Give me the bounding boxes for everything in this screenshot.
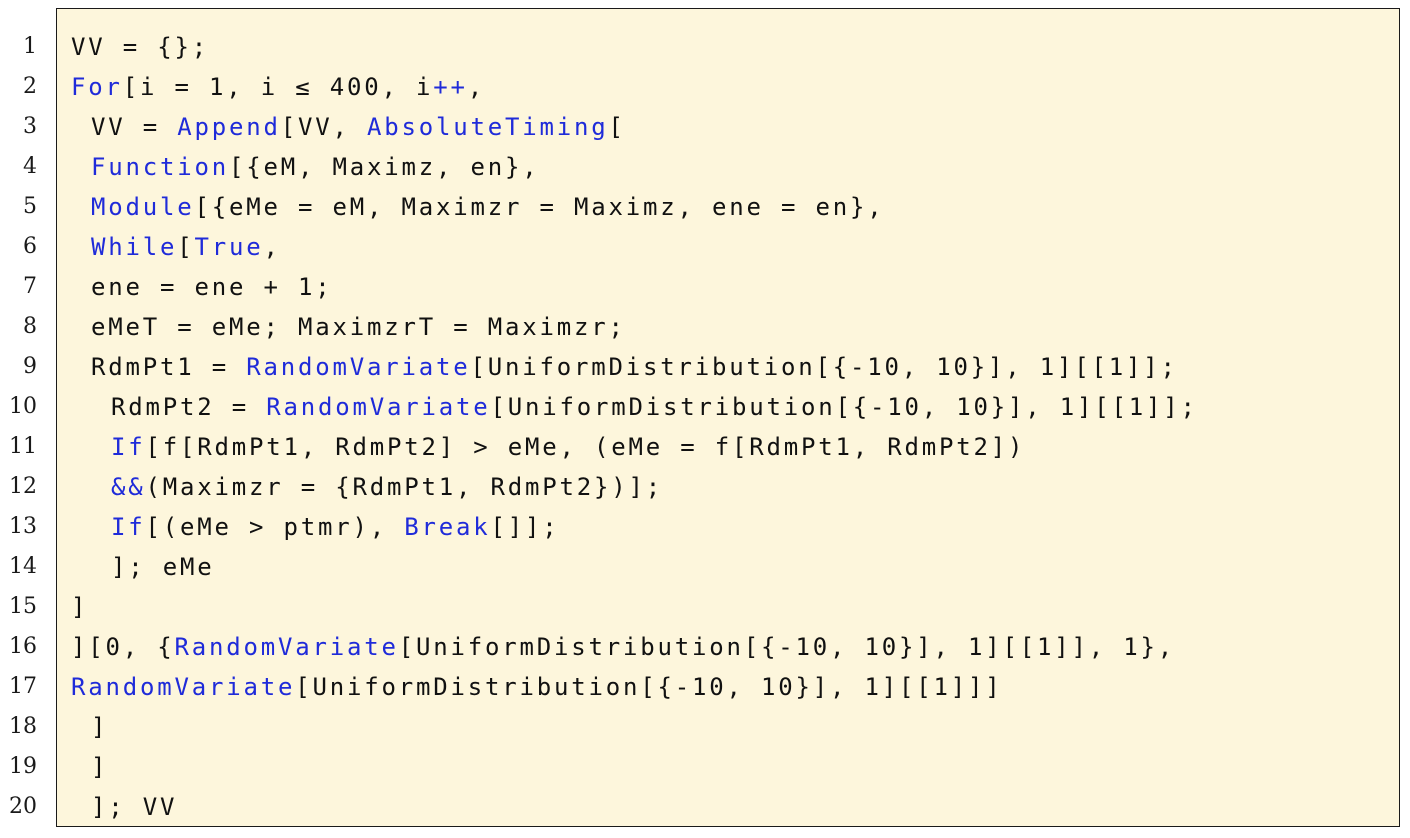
code-line: RdmPt2 = RandomVariate[UniformDistributi… [111, 387, 1198, 427]
line-number: 20 [9, 794, 37, 819]
code-text: [{eM, Maximz, en}, [229, 153, 540, 181]
code-text: []]; [490, 513, 560, 541]
code-text: [UniformDistribution[{-10, 10}], 1][[1]]… [470, 353, 1178, 381]
code-text: [ [177, 233, 195, 261]
code-line: &&(Maximzr = {RdmPt1, RdmPt2})]; [111, 467, 663, 507]
code-keyword: RandomVariate [174, 633, 399, 661]
code-text: ][0, { [71, 633, 175, 661]
code-line: While[True, [91, 227, 281, 267]
code-text: VV = [91, 113, 178, 141]
code-text: VV = {}; [71, 33, 209, 61]
code-line: RandomVariate[UniformDistribution[{-10, … [71, 667, 1002, 707]
line-number: 4 [23, 154, 37, 179]
code-line: If[f[RdmPt1, RdmPt2] > eMe, (eMe = f[Rdm… [111, 427, 1025, 467]
code-text: [UniformDistribution[{-10, 10}], 1][[1]]… [295, 673, 1003, 701]
code-keyword: If [111, 513, 146, 541]
code-text: [ [608, 113, 626, 141]
code-line: eMeT = eMe; MaximzrT = Maximzr; [91, 307, 626, 347]
code-line: RdmPt1 = RandomVariate[UniformDistributi… [91, 347, 1178, 387]
code-line: VV = {}; [71, 27, 209, 67]
line-number: 12 [9, 474, 37, 499]
code-keyword: && [111, 473, 146, 501]
code-line: ] [91, 747, 108, 787]
code-text: ] [71, 593, 89, 621]
line-number: 19 [9, 754, 37, 779]
code-keyword: If [111, 433, 146, 461]
code-keyword: RandomVariate [266, 393, 491, 421]
code-line: Module[{eMe = eM, Maximzr = Maximz, ene … [91, 187, 884, 227]
code-line: ene = ene + 1; [91, 267, 333, 307]
code-keyword: True [194, 233, 264, 261]
code-line: For[i = 1, i ≤ 400, i++, [71, 67, 485, 107]
code-keyword: Module [91, 193, 195, 221]
code-text: ene = ene + 1; [91, 273, 333, 301]
line-number: 17 [9, 674, 37, 699]
code-text: ]; eMe [111, 553, 215, 581]
code-line: ][0, {RandomVariate[UniformDistribution[… [71, 627, 1175, 667]
code-line: If[(eMe > ptmr), Break[]]; [111, 507, 560, 547]
line-number: 5 [23, 194, 37, 219]
line-number: 14 [9, 554, 37, 579]
line-number: 1 [23, 34, 37, 59]
code-text: RdmPt1 = [91, 353, 247, 381]
code-text: eMeT = eMe; MaximzrT = Maximzr; [91, 313, 626, 341]
code-line: ]; VV [91, 787, 177, 827]
code-keyword: Function [91, 153, 229, 181]
code-line: ] [71, 587, 88, 627]
code-text: [(eMe > ptmr), [145, 513, 405, 541]
code-line: ]; eMe [111, 547, 215, 587]
code-text: (Maximzr = {RdmPt1, RdmPt2})]; [145, 473, 663, 501]
line-number: 2 [23, 74, 37, 99]
code-keyword: RandomVariate [246, 353, 471, 381]
code-text: ]; VV [91, 793, 178, 821]
line-number: 15 [9, 594, 37, 619]
code-keyword: While [91, 233, 178, 261]
code-text: ] [91, 713, 109, 741]
code-text: ] [91, 753, 109, 781]
code-keyword: Break [404, 513, 491, 541]
code-keyword: RandomVariate [71, 673, 296, 701]
code-line: VV = Append[VV, AbsoluteTiming[ [91, 107, 626, 147]
line-number: 10 [9, 394, 37, 419]
code-text: RdmPt2 = [111, 393, 267, 421]
code-text: [UniformDistribution[{-10, 10}], 1][[1]]… [490, 393, 1198, 421]
code-keyword: For [71, 73, 123, 101]
code-keyword: Append [177, 113, 281, 141]
line-number: 8 [23, 314, 37, 339]
code-text: [{eMe = eM, Maximzr = Maximz, ene = en}, [194, 193, 885, 221]
code-keyword: ++ [433, 73, 468, 101]
code-text: [f[RdmPt1, RdmPt2] > eMe, (eMe = f[RdmPt… [145, 433, 1026, 461]
line-number: 11 [9, 434, 37, 459]
line-number: 16 [9, 634, 37, 659]
line-number: 9 [23, 354, 37, 379]
code-text: [UniformDistribution[{-10, 10}], 1][[1]]… [398, 633, 1175, 661]
code-keyword: AbsoluteTiming [367, 113, 609, 141]
line-number: 18 [9, 714, 37, 739]
code-text: , [263, 233, 281, 261]
line-number: 7 [23, 274, 37, 299]
code-text: , [467, 73, 485, 101]
line-number: 3 [23, 114, 37, 139]
code-text: [i = 1, i ≤ 400, i [122, 73, 434, 101]
line-number: 6 [23, 234, 37, 259]
line-number: 13 [9, 514, 37, 539]
code-text: [VV, [280, 113, 367, 141]
code-line: Function[{eM, Maximz, en}, [91, 147, 540, 187]
code-line: ] [91, 707, 108, 747]
